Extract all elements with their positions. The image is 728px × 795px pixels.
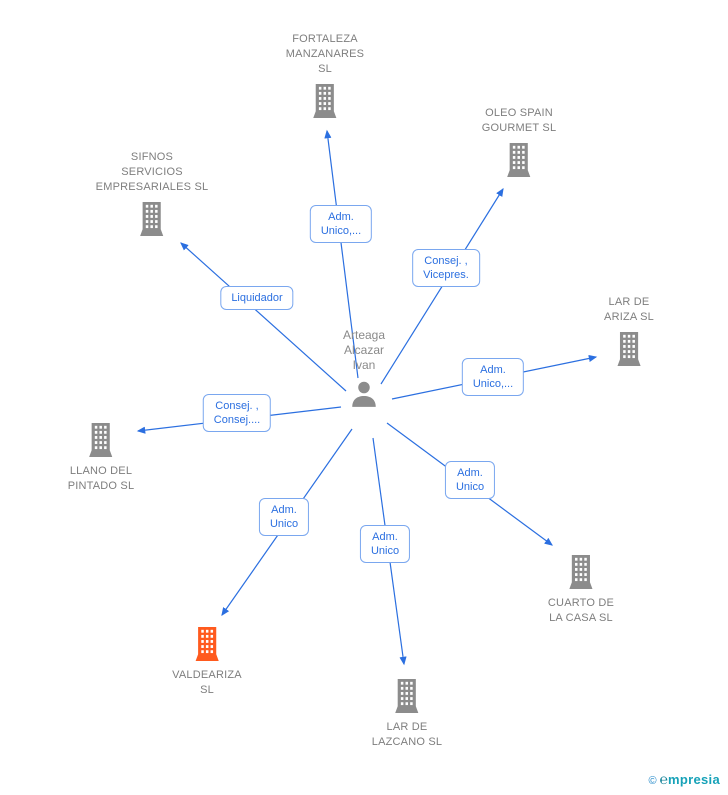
relationship-label-valdeariza[interactable]: Adm. Unico (258, 498, 310, 536)
company-label: OLEO SPAIN GOURMET SL (481, 107, 557, 134)
building-icon (566, 555, 596, 589)
relationship-label-lar-ariza[interactable]: Adm. Unico,... (461, 358, 525, 396)
company-node-oleo[interactable]: OLEO SPAIN GOURMET SL (482, 106, 557, 177)
building-icon (614, 332, 644, 366)
copyright-symbol: © (648, 775, 657, 787)
company-node-lar-lazcano[interactable]: LAR DE LAZCANO SL (372, 679, 442, 750)
building-icon (192, 627, 222, 661)
building-icon (504, 143, 534, 177)
company-node-lar-ariza[interactable]: LAR DE ARIZA SL (604, 295, 654, 366)
brand-text: mpresia (668, 772, 720, 787)
relationship-label-llano[interactable]: Consej. , Consej.... (202, 394, 272, 432)
relationship-label-oleo[interactable]: Consej. , Vicepres. (412, 249, 480, 287)
building-icon (137, 202, 167, 236)
relationship-label-lar-lazcano[interactable]: Adm. Unico (359, 525, 411, 563)
company-label: LAR DE LAZCANO SL (371, 721, 443, 748)
company-label: LAR DE ARIZA SL (604, 296, 654, 323)
person-name: Arteaga Alcazar Ivan (342, 328, 386, 372)
relationship-label-cuarto[interactable]: Adm. Unico (444, 461, 496, 499)
person-icon (348, 380, 380, 410)
center-person-node[interactable]: Arteaga Alcazar Ivan (343, 328, 385, 410)
company-label: VALDEARIZA SL (172, 669, 242, 696)
building-icon (310, 84, 340, 118)
company-label: SIFNOS SERVICIOS EMPRESARIALES SL (95, 151, 209, 193)
company-label: LLANO DEL PINTADO SL (67, 465, 135, 492)
building-icon (86, 423, 116, 457)
company-node-llano[interactable]: LLANO DEL PINTADO SL (68, 423, 135, 494)
company-node-sifnos[interactable]: SIFNOS SERVICIOS EMPRESARIALES SL (96, 150, 209, 236)
relationship-label-fortaleza[interactable]: Adm. Unico,... (309, 205, 373, 243)
company-label: CUARTO DE LA CASA SL (547, 597, 615, 624)
company-label: FORTALEZA MANZANARES SL (285, 33, 365, 75)
company-node-valdeariza[interactable]: VALDEARIZA SL (172, 627, 242, 698)
brand-mark-icon: ℮ (659, 771, 669, 787)
relationship-label-sifnos[interactable]: Liquidador (220, 286, 294, 310)
company-node-fortaleza[interactable]: FORTALEZA MANZANARES SL (286, 32, 364, 118)
edge-line-sifnos (180, 242, 347, 392)
empresia-logo[interactable]: ©℮mpresia (649, 771, 720, 787)
building-icon (392, 679, 422, 713)
company-node-cuarto[interactable]: CUARTO DE LA CASA SL (548, 555, 614, 626)
